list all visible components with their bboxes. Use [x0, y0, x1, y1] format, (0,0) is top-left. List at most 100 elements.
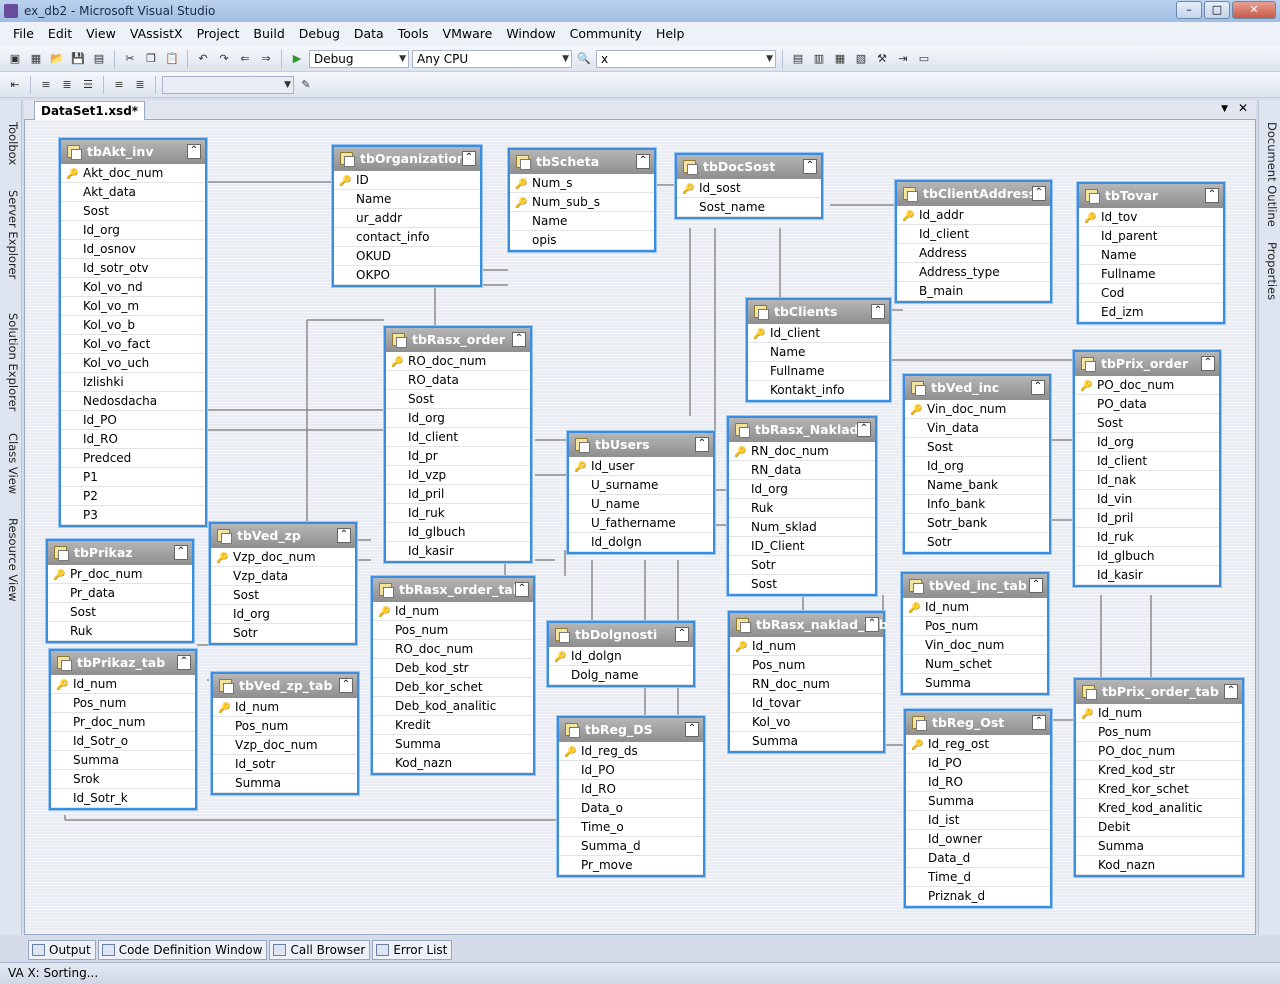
table-column-row[interactable]: 🔑Id_user — [569, 457, 713, 476]
collapse-icon[interactable]: ⌃ — [512, 332, 526, 347]
format-icon[interactable]: ☰ — [83, 78, 93, 91]
table-column-row[interactable]: Kol_vo_uch — [61, 354, 205, 373]
table-column-row[interactable]: Summa — [1076, 837, 1242, 856]
table-column-row[interactable]: PO_data — [1075, 395, 1219, 414]
rail-tab-toolbox[interactable]: Toolbox — [6, 122, 20, 166]
table-column-row[interactable]: 🔑Id_num — [1076, 704, 1242, 723]
object-browser-icon[interactable]: ▦ — [834, 52, 846, 65]
menu-build[interactable]: Build — [253, 26, 285, 41]
rail-tab-server-explorer[interactable]: Server Explorer — [6, 190, 20, 280]
collapse-icon[interactable]: ⌃ — [339, 678, 353, 693]
rail-tab-class-view[interactable]: Class View — [6, 433, 20, 495]
table-header[interactable]: tbVed_zp⌃ — [211, 524, 355, 548]
table-header[interactable]: tbVed_inc⌃ — [905, 376, 1049, 400]
menu-project[interactable]: Project — [196, 26, 240, 41]
table-column-row[interactable]: Id_client — [897, 225, 1050, 244]
bookmark-icon[interactable]: ✎ — [301, 78, 311, 91]
table-column-row[interactable]: Data_o — [559, 799, 703, 818]
table-column-row[interactable]: Fullname — [748, 362, 889, 381]
table-column-row[interactable]: Izlishki — [61, 373, 205, 392]
collapse-icon[interactable]: ⌃ — [337, 528, 351, 543]
table-header[interactable]: tbTovar⌃ — [1079, 184, 1223, 208]
menu-file[interactable]: File — [13, 26, 34, 41]
table-column-row[interactable]: Pr_data — [48, 584, 192, 603]
table-column-row[interactable]: 🔑Num_s — [510, 174, 654, 193]
toolbox-icon[interactable]: ▧ — [855, 52, 867, 65]
find-combo[interactable]: x▼ — [596, 49, 776, 68]
table-column-row[interactable]: Id_org — [211, 605, 355, 624]
table-column-row[interactable]: Pos_num — [1076, 723, 1242, 742]
table-column-row[interactable]: P1 — [61, 468, 205, 487]
table-header[interactable]: tbUsers⌃ — [569, 433, 713, 457]
table-column-row[interactable]: U_name — [569, 495, 713, 514]
table-column-row[interactable]: Kod_nazn — [373, 754, 533, 773]
table-column-row[interactable]: Id_parent — [1079, 227, 1223, 246]
table-column-row[interactable]: Deb_kor_schet — [373, 678, 533, 697]
table-column-row[interactable]: Id_osnov — [61, 240, 205, 259]
table-column-row[interactable]: 🔑Vin_doc_num — [905, 400, 1049, 419]
table-column-row[interactable]: ID_Client — [729, 537, 875, 556]
table-column-row[interactable]: Id_glbuch — [1075, 547, 1219, 566]
table-column-row[interactable]: Kontakt_info — [748, 381, 889, 400]
tools-icon[interactable]: ⚒ — [877, 52, 887, 65]
table-column-row[interactable]: contact_info — [334, 228, 480, 247]
collapse-icon[interactable]: ⌃ — [636, 154, 650, 169]
table-column-row[interactable]: Pr_move — [559, 856, 703, 875]
table-column-row[interactable]: Summa — [903, 674, 1047, 693]
table-column-row[interactable]: Id_vin — [1075, 490, 1219, 509]
table-column-row[interactable]: 🔑Id_addr — [897, 206, 1050, 225]
table-column-row[interactable]: ur_addr — [334, 209, 480, 228]
properties-icon[interactable]: ▥ — [813, 52, 825, 65]
table-column-row[interactable]: Sost — [729, 575, 875, 594]
table-column-row[interactable]: Pos_num — [51, 694, 195, 713]
table-column-row[interactable]: 🔑Id_num — [730, 637, 883, 656]
table-column-row[interactable]: Sost_name — [677, 198, 821, 217]
table-column-row[interactable]: Id_PO — [906, 754, 1050, 773]
table-column-row[interactable]: Id_pr — [386, 447, 530, 466]
table-column-row[interactable]: Name_bank — [905, 476, 1049, 495]
maximize-button[interactable]: □ — [1204, 1, 1230, 19]
indent-icon[interactable]: ≣ — [62, 78, 72, 91]
collapse-icon[interactable]: ⌃ — [1032, 186, 1046, 201]
save-all-icon[interactable]: ▤ — [93, 52, 105, 65]
tab-output[interactable]: Output — [28, 940, 96, 960]
table-column-row[interactable]: Vin_data — [905, 419, 1049, 438]
table-column-row[interactable]: Id_glbuch — [386, 523, 530, 542]
table-header[interactable]: tbClientAddress⌃ — [897, 182, 1050, 206]
table-column-row[interactable]: Sost — [386, 390, 530, 409]
table-column-row[interactable]: Id_org — [1075, 433, 1219, 452]
table-column-row[interactable]: Pr_doc_num — [51, 713, 195, 732]
table-column-row[interactable]: Kredit — [373, 716, 533, 735]
chevron-down-icon[interactable]: ▼ — [1221, 104, 1228, 114]
copy-icon[interactable]: ❐ — [146, 52, 156, 65]
table-column-row[interactable]: 🔑RN_doc_num — [729, 442, 875, 461]
table-header[interactable]: tbVed_zp_tab⌃ — [213, 674, 357, 698]
table-column-row[interactable]: Kred_kor_schet — [1076, 780, 1242, 799]
cut-icon[interactable]: ✂ — [125, 52, 135, 65]
table-column-row[interactable]: Id_org — [729, 480, 875, 499]
table-column-row[interactable]: Fullname — [1079, 265, 1223, 284]
table-header[interactable]: tbPrix_order_tab⌃ — [1076, 680, 1242, 704]
table-column-row[interactable]: Summa — [730, 732, 883, 751]
table-column-row[interactable]: RO_data — [386, 371, 530, 390]
table-column-row[interactable]: Ruk — [48, 622, 192, 641]
table-column-row[interactable]: Kred_kod_analitic — [1076, 799, 1242, 818]
table-column-row[interactable]: Time_o — [559, 818, 703, 837]
table-column-row[interactable]: Id_client — [1075, 452, 1219, 471]
table-column-row[interactable]: Vzp_data — [211, 567, 355, 586]
table-header[interactable]: tbRasx_naklad_tab⌃ — [730, 613, 888, 637]
export-icon[interactable]: ⇥ — [898, 52, 908, 65]
table-column-row[interactable]: Sotr — [211, 624, 355, 643]
table-header[interactable]: tbOrganization⌃ — [334, 147, 480, 171]
rail-tab-document-outline[interactable]: Document Outline — [1265, 122, 1279, 227]
table-column-row[interactable]: Sotr — [729, 556, 875, 575]
